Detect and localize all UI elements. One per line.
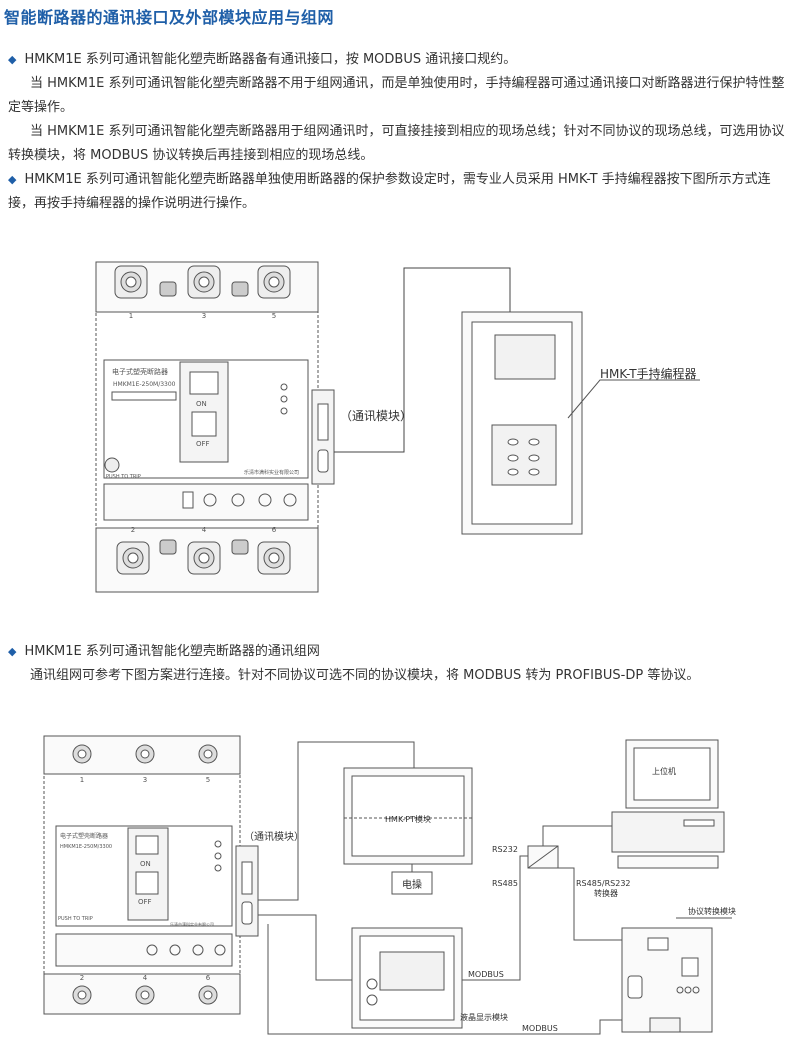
svg-text:乐清市满科实业有限公司: 乐清市满科实业有限公司 xyxy=(244,469,299,476)
svg-text:5: 5 xyxy=(206,776,210,784)
breaker-model: HMKM1E-250M/3300 xyxy=(113,381,176,388)
modbus-label-1: MODBUS xyxy=(468,970,504,979)
motor-label: 电操 xyxy=(402,878,422,891)
host-label: 上位机 xyxy=(652,766,676,776)
svg-text:OFF: OFF xyxy=(138,898,152,906)
svg-text:PUSH TO TRIP: PUSH TO TRIP xyxy=(58,916,93,922)
bullet-icon: ◆ xyxy=(8,53,17,66)
rs232-label: RS232 xyxy=(492,845,518,854)
s1-para-2: 当 HMKM1E 系列可通讯智能化塑壳断路器不用于组网通讯，而是单独使用时，手持… xyxy=(8,76,785,115)
svg-text:3: 3 xyxy=(202,312,206,320)
page-title: 智能断路器的通讯接口及外部模块应用与组网 xyxy=(4,8,335,27)
svg-text:ON: ON xyxy=(196,400,207,408)
breaker-1 xyxy=(95,261,335,593)
s2-para-2: 通讯组网可参考下图方案进行连接。针对不同协议可选不同的协议模块，将 MODBUS… xyxy=(30,668,700,683)
protocol-module-label: 协议转换模块 xyxy=(688,906,736,916)
breaker-2 xyxy=(43,735,259,1015)
svg-text:2: 2 xyxy=(131,526,135,534)
comm-module-label: （通讯模块） xyxy=(244,831,304,843)
s1-para-4: ◆HMKM1E 系列可通讯智能化塑壳断路器单独使用断路器的保护参数设定时，需专业… xyxy=(8,172,771,211)
breaker-name: 电子式塑壳断路器 xyxy=(112,367,168,376)
diagram-network: 1 3 5 2 4 6 电子式塑壳断路器 HMKM1E-250M/3300 ON… xyxy=(43,735,736,1035)
breaker-model: HMKM1E-250M/3300 xyxy=(60,844,112,850)
wire-to-programmer xyxy=(334,267,511,453)
svg-text:3: 3 xyxy=(143,776,147,784)
host-computer xyxy=(611,739,725,869)
svg-text:ON: ON xyxy=(140,860,151,868)
top-terminals xyxy=(114,265,291,299)
svg-text:6: 6 xyxy=(206,974,211,982)
breaker-name: 电子式塑壳断路器 xyxy=(60,832,108,840)
s1-para-1: ◆HMKM1E 系列可通讯智能化塑壳断路器备有通讯接口，按 MODBUS 通讯接… xyxy=(8,52,517,67)
rs485-rs232-converter xyxy=(527,845,559,869)
svg-text:1: 1 xyxy=(129,312,133,320)
comm-module-label: （通讯模块） xyxy=(340,409,412,423)
s1-para-3: 当 HMKM1E 系列可通讯智能化塑壳断路器用于组网通讯时，可直接挂接到相应的现… xyxy=(8,124,785,163)
svg-text:2: 2 xyxy=(80,974,84,982)
bullet-icon: ◆ xyxy=(8,645,17,658)
diagram-programmer-connection: 1 3 5 2 4 6 电子式塑壳断路器 HMKM1E-250M/3300 ON… xyxy=(95,261,700,593)
handheld-programmer xyxy=(461,311,700,535)
programmer-label: HMK-T手持编程器 xyxy=(600,366,697,381)
rs485-label: RS485 xyxy=(492,879,518,888)
svg-text:OFF: OFF xyxy=(196,440,210,448)
svg-text:1: 1 xyxy=(80,776,84,784)
bullet-icon: ◆ xyxy=(8,173,17,186)
svg-text:4: 4 xyxy=(143,974,148,982)
protocol-converter-module xyxy=(621,927,713,1033)
converter-label: RS485/RS232 xyxy=(576,879,631,888)
svg-text:4: 4 xyxy=(202,526,207,534)
svg-text:6: 6 xyxy=(272,526,277,534)
svg-text:5: 5 xyxy=(272,312,276,320)
converter-sub: 转换器 xyxy=(594,888,618,898)
svg-text:PUSH TO TRIP: PUSH TO TRIP xyxy=(106,474,141,480)
svg-text:乐清市满科实业有限公司: 乐清市满科实业有限公司 xyxy=(170,921,214,927)
pt-module xyxy=(343,767,473,895)
modbus-label-2: MODBUS xyxy=(522,1024,558,1033)
lcd-module-label: 液晶显示模块 xyxy=(460,1012,508,1022)
lcd-module xyxy=(351,927,463,1029)
s2-para-1: ◆HMKM1E 系列可通讯智能化塑壳断路器的通讯组网 xyxy=(8,644,320,659)
pt-module-label: HMK-PT模块 xyxy=(385,814,431,824)
